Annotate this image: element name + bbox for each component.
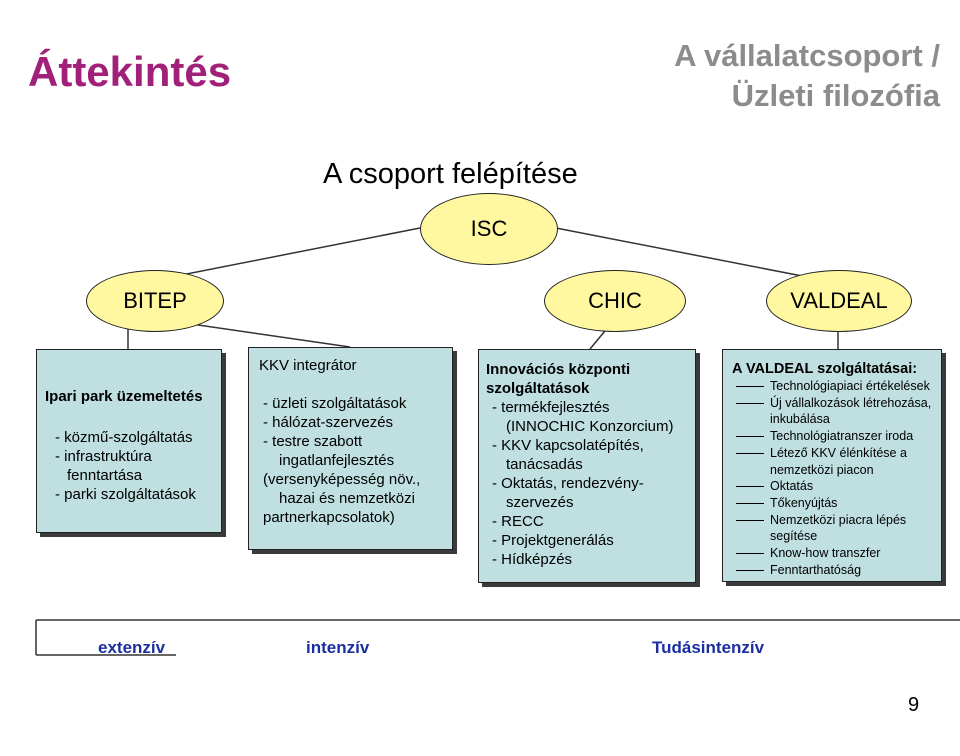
- list-item: Fenntarthatóság: [732, 562, 941, 579]
- list-item: - testre szabott: [263, 433, 363, 450]
- list-item: - RECC: [492, 513, 544, 530]
- isc-to-valdeal-line: [555, 227, 839, 284]
- box-kkv-integrator: KKV integrátor - üzleti szolgáltatások -…: [248, 347, 453, 550]
- box-valdeal-services: A VALDEAL szolgáltatásai: Technológiapia…: [722, 349, 942, 582]
- list-item: partnerkapcsolatok): [263, 509, 395, 526]
- node-bitep-label: BITEP: [123, 288, 187, 313]
- node-valdeal: VALDEAL: [766, 270, 912, 332]
- node-chic: CHIC: [544, 270, 686, 332]
- list-item: - Hídképzés: [492, 551, 573, 568]
- box-innovacios-heading-1: Innovációs központi: [486, 361, 631, 378]
- list-item: - Projektgenerálás: [492, 532, 614, 549]
- label-intenziv: intenzív: [306, 638, 370, 657]
- header-line-2: Üzleti filozófia: [731, 78, 940, 113]
- page-title: Áttekintés: [28, 48, 232, 95]
- box-valdeal-heading: A VALDEAL szolgáltatásai:: [732, 361, 918, 377]
- list-item: - termékfejlesztés: [492, 399, 610, 416]
- page-number: 9: [908, 694, 920, 716]
- list-item: Új vállalkozások létrehozása,: [732, 395, 941, 412]
- list-item: - közmű-szolgáltatás: [55, 429, 193, 446]
- list-item: nemzetközi piacon: [770, 462, 874, 477]
- list-item: (INNOCHIC Konzorcium): [506, 418, 674, 435]
- diagram-subtitle: A csoport felépítése: [323, 158, 578, 190]
- list-item: (versenyképesség növ.,: [263, 471, 421, 488]
- box-innovacios-list: - termékfejlesztés (INNOCHIC Konzorcium)…: [486, 398, 691, 569]
- list-item: - hálózat-szervezés: [263, 414, 394, 431]
- list-item: inkubálása: [770, 412, 830, 427]
- list-item: Nemzetközi piacra lépés: [732, 512, 941, 529]
- node-valdeal-label: VALDEAL: [790, 288, 888, 313]
- list-item: fenntartása: [67, 467, 143, 484]
- header-right: A vállalatcsoport / Üzleti filozófia: [480, 36, 940, 116]
- list-item: Technológiapiaci értékelések: [732, 378, 941, 395]
- list-item: - KKV kapcsolatépítés,: [492, 437, 644, 454]
- list-item: szervezés: [506, 494, 574, 511]
- box-valdeal-list: Technológiapiaci értékelések Új vállalko…: [732, 378, 941, 578]
- box-innovacios-kozpont: Innovációs központi szolgáltatások - ter…: [478, 349, 696, 583]
- list-item: ingatlanfejlesztés: [279, 452, 395, 469]
- box-innovacios-heading-2: szolgáltatások: [486, 380, 590, 397]
- box-ipari-park-heading: Ipari park üzemeltetés: [45, 388, 203, 405]
- label-tudasintenziv: Tudásintenzív: [652, 638, 765, 657]
- list-item: Oktatás: [732, 478, 941, 495]
- node-chic-label: CHIC: [588, 288, 642, 313]
- box-kkv-list: - üzleti szolgáltatások - hálózat-szerve…: [259, 394, 446, 527]
- list-item: Technológiatranszer iroda: [732, 428, 941, 445]
- list-item: - Oktatás, rendezvény-: [492, 475, 644, 492]
- node-isc: ISC: [420, 193, 558, 265]
- list-item: - üzleti szolgáltatások: [263, 395, 407, 412]
- list-item: Létező KKV élénkítése a: [732, 445, 941, 462]
- box-kkv-heading: KKV integrátor: [259, 357, 357, 374]
- box-ipari-park: Ipari park üzemeltetés - közmű-szolgálta…: [36, 349, 222, 533]
- node-bitep: BITEP: [86, 270, 224, 332]
- list-item: - infrastruktúra: [55, 448, 152, 465]
- list-item: segítése: [770, 529, 818, 544]
- list-item: tanácsadás: [506, 456, 583, 473]
- node-isc-label: ISC: [470, 216, 508, 241]
- list-item: hazai és nemzetközi: [279, 490, 415, 507]
- box-ipari-park-list: - közmű-szolgáltatás - infrastruktúra fe…: [45, 428, 215, 504]
- list-item: Know-how transzfer: [732, 545, 941, 562]
- label-extenziv: extenzív: [98, 638, 166, 657]
- list-item: Tőkenyújtás: [732, 495, 941, 512]
- list-item: - parki szolgáltatások: [55, 486, 196, 503]
- header-line-1: A vállalatcsoport /: [674, 38, 940, 73]
